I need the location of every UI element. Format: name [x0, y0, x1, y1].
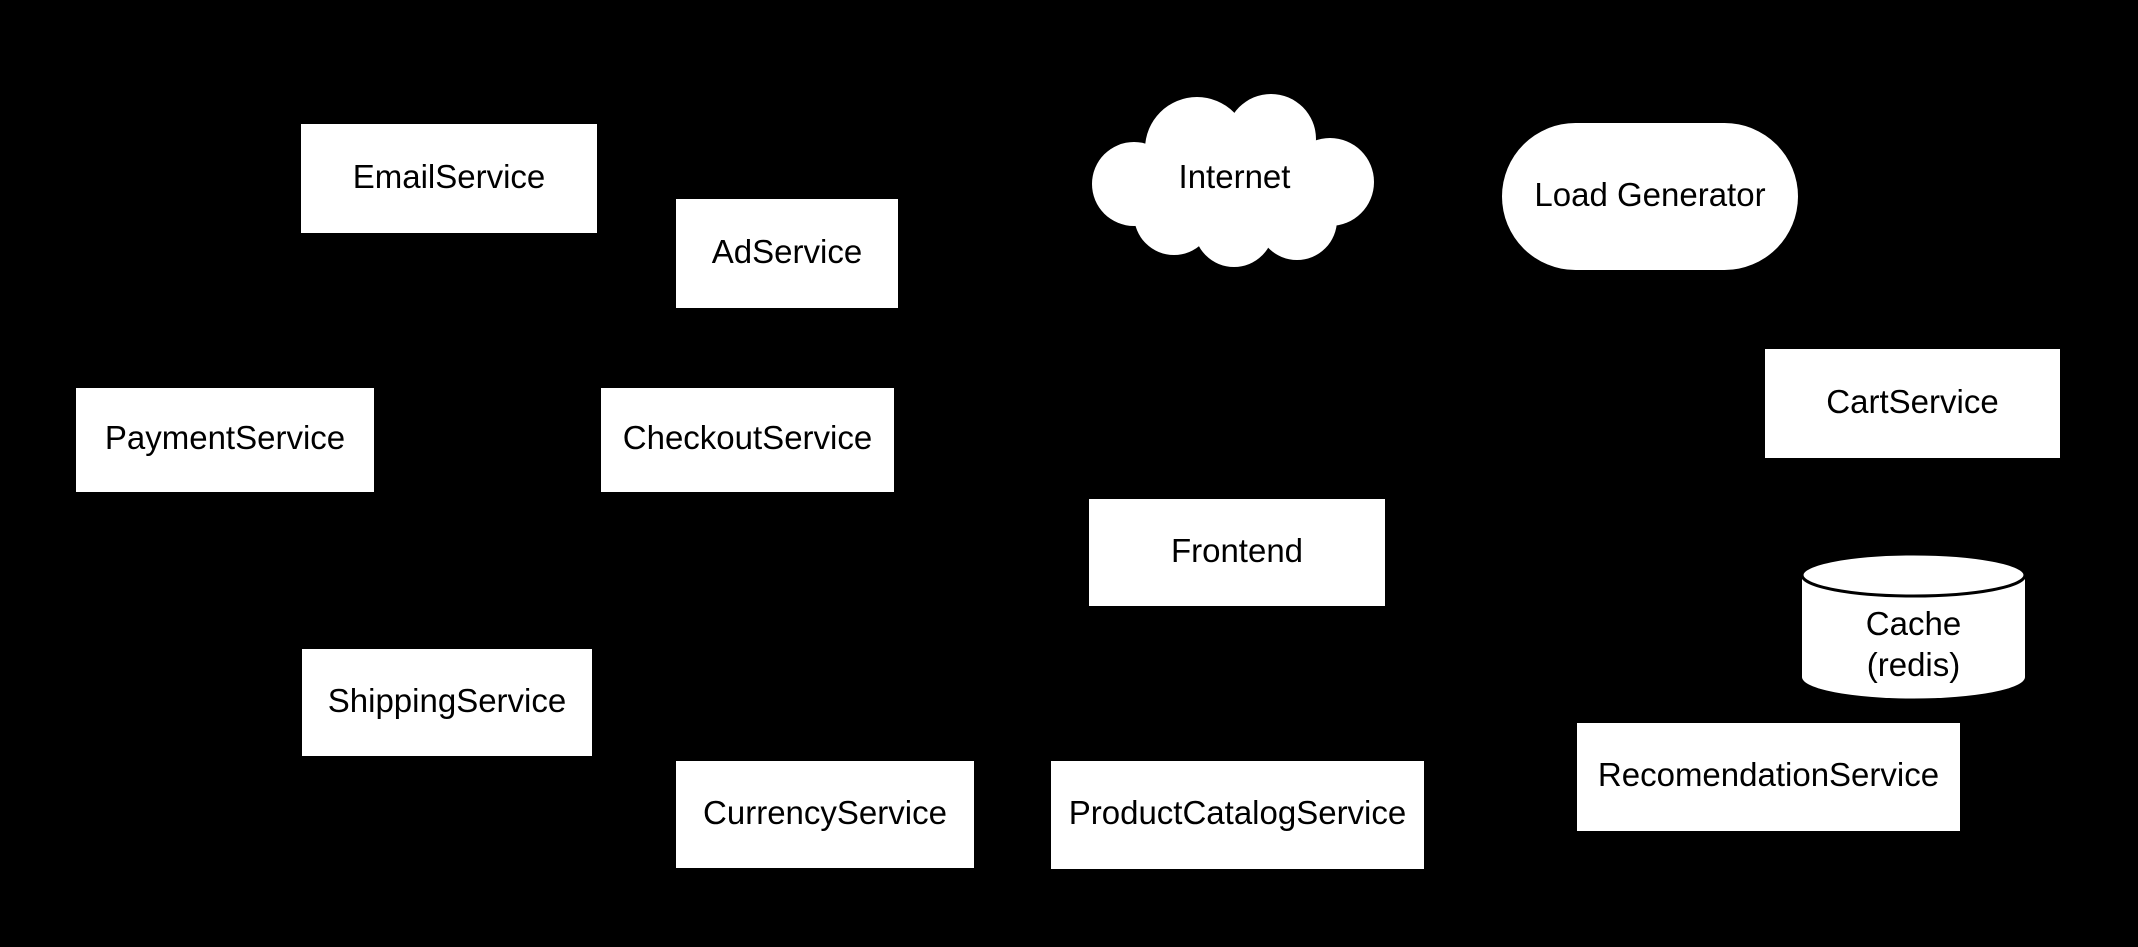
node-payment-service: PaymentService: [76, 388, 374, 492]
node-checkout-service: CheckoutService: [601, 388, 894, 492]
database-cylinder-icon: [1800, 552, 2027, 699]
node-label-email-service: EmailService: [352, 157, 546, 195]
node-internet: Internet: [1089, 87, 1380, 270]
node-load-generator: Load Generator: [1502, 123, 1798, 270]
node-cache-redis: Cache (redis): [1800, 552, 2027, 700]
node-frontend: Frontend: [1089, 499, 1385, 606]
node-recomendation-service: RecomendationService: [1577, 723, 1960, 831]
node-label-payment-service: PaymentService: [104, 419, 346, 457]
node-label-recomendation-service: RecomendationService: [1597, 756, 1940, 794]
cloud-icon: [1092, 94, 1374, 267]
node-email-service: EmailService: [301, 124, 597, 233]
node-label-shipping-service: ShippingService: [327, 681, 567, 719]
node-label-currency-service: CurrencyService: [703, 793, 947, 831]
node-ad-service: AdService: [676, 199, 898, 308]
node-cart-service: CartService: [1765, 349, 2060, 458]
node-label-internet: Internet: [1178, 157, 1291, 195]
node-product-catalog-service: ProductCatalogService: [1051, 761, 1424, 869]
node-shipping-service: ShippingService: [302, 649, 592, 756]
node-label-frontend: Frontend: [1170, 531, 1304, 569]
node-label-checkout-service: CheckoutService: [622, 419, 873, 457]
node-label-product-catalog-service: ProductCatalogService: [1068, 794, 1407, 832]
node-label-cache-redis: Cache (redis): [1865, 604, 1962, 683]
node-label-cart-service: CartService: [1826, 382, 1999, 420]
node-label-ad-service: AdService: [711, 232, 863, 270]
node-label-load-generator: Load Generator: [1534, 175, 1766, 213]
node-currency-service: CurrencyService: [676, 761, 974, 868]
